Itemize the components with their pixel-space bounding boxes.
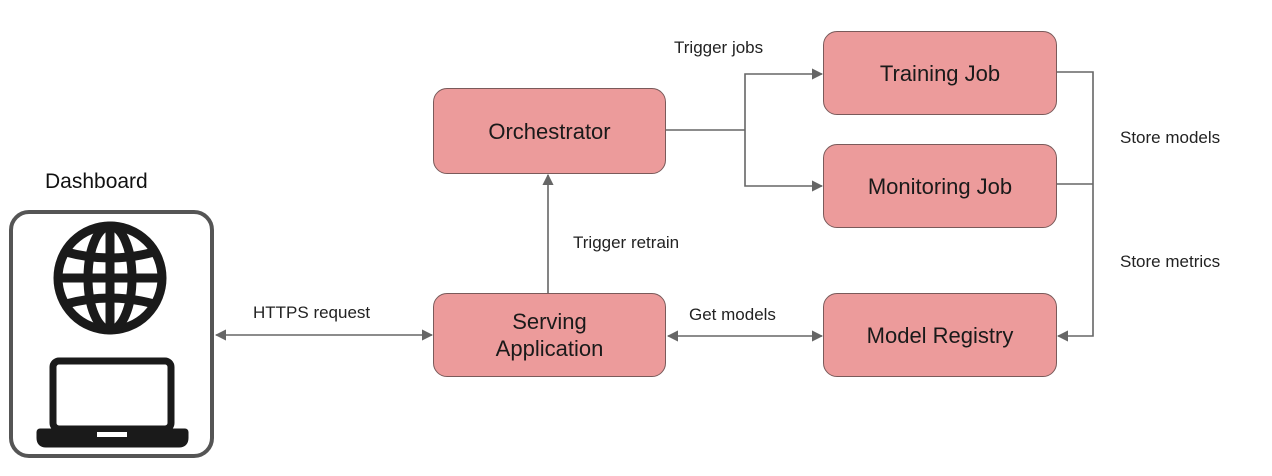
orchestrator-to-jobs-connector — [666, 68, 824, 192]
monitoring-job-node: Monitoring Job — [823, 144, 1057, 228]
serving-application-node: Serving Application — [433, 293, 666, 377]
globe-icon — [35, 218, 185, 338]
laptop-icon — [35, 356, 190, 448]
store-metrics-label: Store metrics — [1120, 252, 1221, 271]
orchestrator-node: Orchestrator — [433, 88, 666, 174]
https-request-label: HTTPS request — [253, 303, 371, 322]
get-models-label: Get models — [689, 305, 776, 324]
training-job-node: Training Job — [823, 31, 1057, 115]
dashboard-frame — [9, 210, 214, 458]
jobs-to-registry-connector — [1056, 71, 1094, 342]
model-registry-node: Model Registry — [823, 293, 1057, 377]
trigger-retrain-label: Trigger retrain — [573, 233, 680, 252]
dashboard-title: Dashboard — [45, 170, 148, 193]
store-models-label: Store models — [1120, 128, 1221, 147]
trigger-jobs-label: Trigger jobs — [674, 38, 764, 57]
